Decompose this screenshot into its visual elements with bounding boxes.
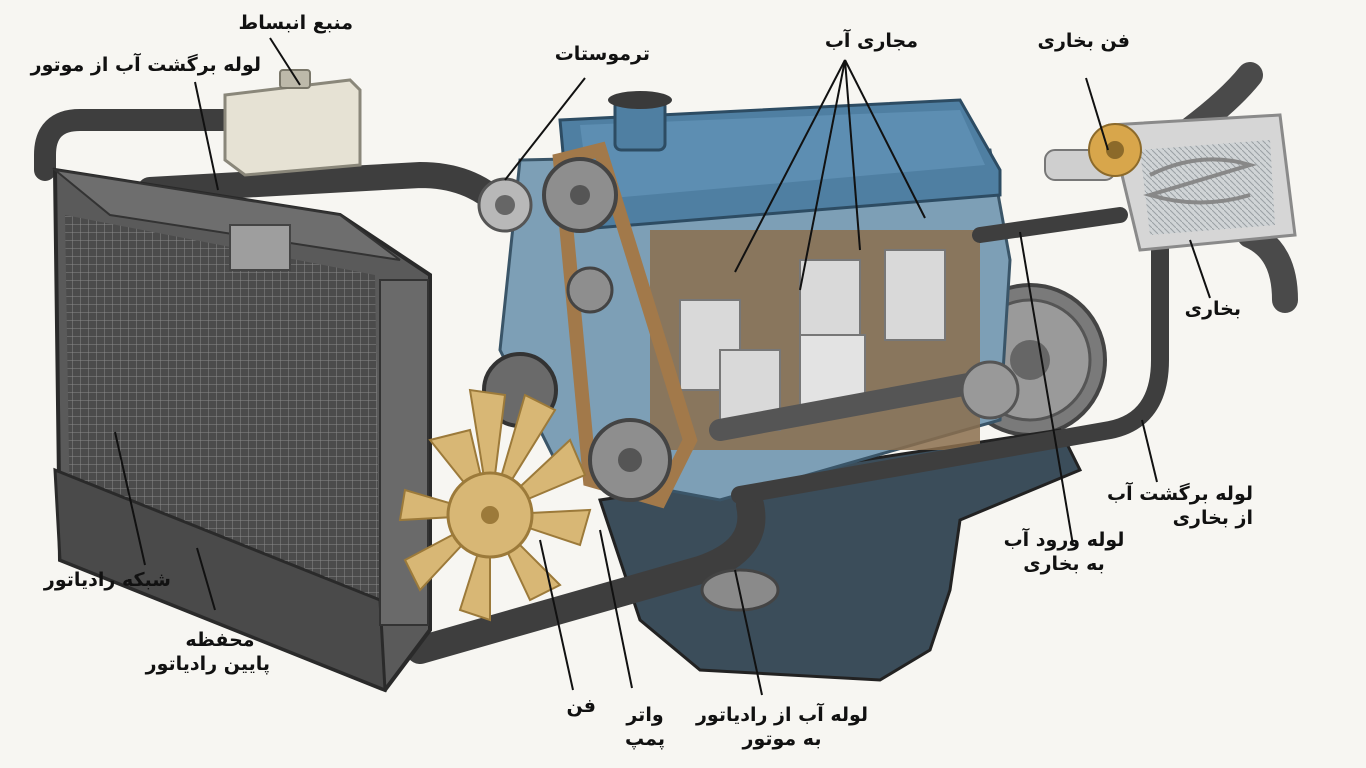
label-heater-inlet-pipe: لوله ورود آب به بخاری xyxy=(1003,529,1125,575)
cooling-fan xyxy=(398,388,592,622)
label-heater-return-pipe: لوله برگشت آب از بخاری xyxy=(1107,483,1253,529)
leader-lines xyxy=(114,37,1211,696)
expansion-tank xyxy=(223,69,362,177)
label-lower-radiator-tank: محفظه پایین رادیاتور xyxy=(145,629,270,675)
heater-core xyxy=(1044,113,1297,252)
label-engine-return-pipe: لوله برگشت آب از موتور xyxy=(30,54,261,76)
label-water-pump: واتر پمپ xyxy=(625,704,665,750)
heater-fan xyxy=(1088,123,1142,177)
label-heater-fan: فن بخاری xyxy=(1037,30,1130,52)
label-expansion-tank: منبع انبساط xyxy=(238,12,353,34)
label-heater: بخاری xyxy=(1184,298,1241,320)
timing-belt xyxy=(542,141,698,509)
label-radiator-core: شبکه رادیاتور xyxy=(43,569,171,591)
label-thermostat: ترموستات xyxy=(554,43,650,65)
label-water-passages: مجاری آب xyxy=(824,30,918,52)
label-radiator-to-engine-pipe: لوله آب از رادیاتور به موتور xyxy=(695,704,869,750)
radiator xyxy=(51,167,432,693)
label-fan: فن xyxy=(566,695,596,717)
thermostat-body xyxy=(477,177,533,233)
